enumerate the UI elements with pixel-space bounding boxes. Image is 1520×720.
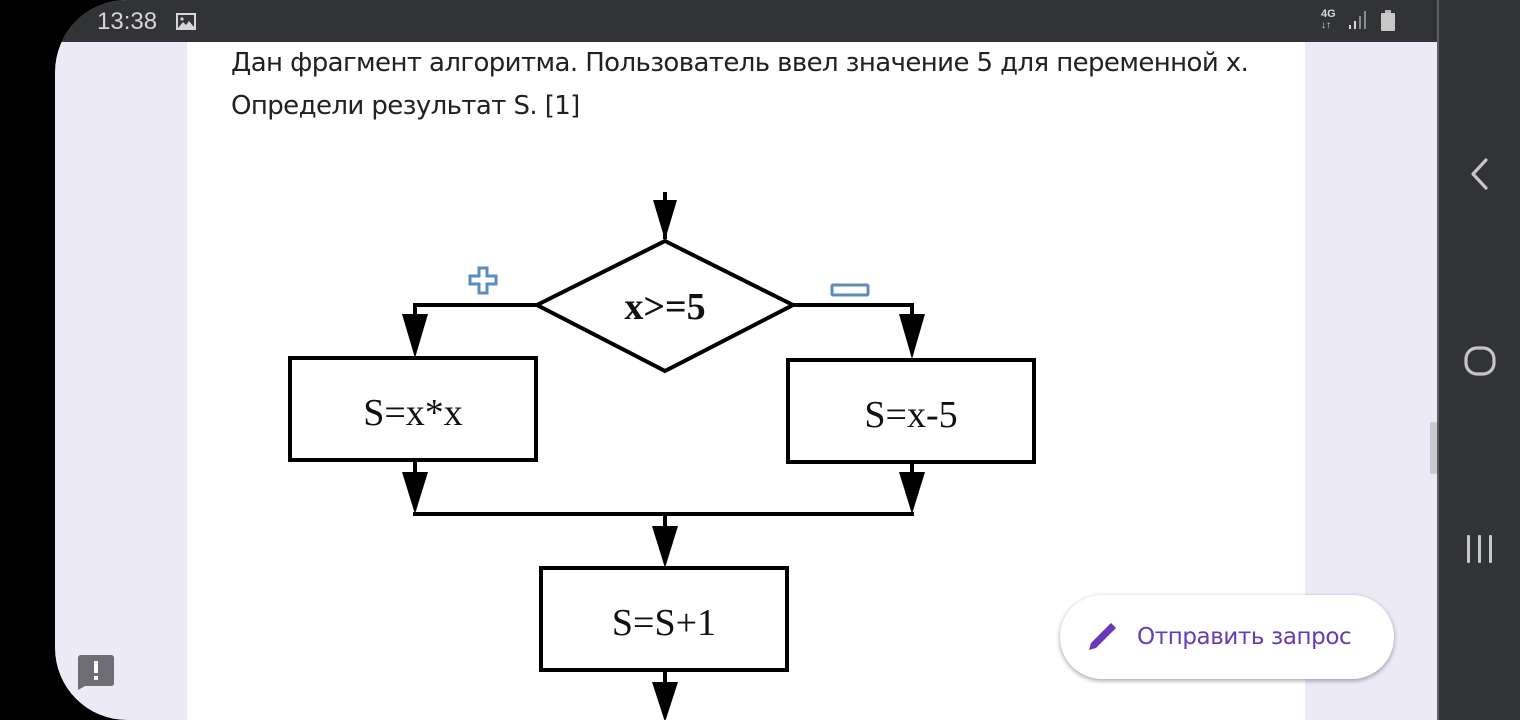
gallery-icon [176,13,196,30]
final-action-label: S=S+1 [612,602,716,644]
decision-diamond [532,238,798,374]
navigation-bar [1437,0,1520,720]
question-text: Дан фрагмент алгоритма. Пользователь вве… [231,42,1291,128]
exit-arrowhead [652,682,678,720]
network-label: 4G [1321,8,1336,20]
no-branch-arrowhead [899,314,925,359]
no-branch-line [793,303,914,318]
question-line-2: Определи результат S. [1] [231,91,580,121]
data-arrows-icon: ↓↑ [1321,20,1331,31]
minus-mark-icon [830,283,870,297]
yes-branch-line [413,303,537,318]
signal-icon [1349,11,1366,29]
condition-label: x>=5 [624,286,705,328]
status-bar: 13:38 4G ↓↑ [55,0,1437,42]
send-request-label: Отправить запрос [1137,624,1352,650]
send-request-button[interactable]: Отправить запрос [1060,595,1394,679]
back-icon [1471,158,1488,190]
no-action-label: S=x-5 [864,394,957,436]
yes-exit-arrowhead [402,472,428,514]
clock: 13:38 [97,8,158,35]
app-viewport: 13:38 4G ↓↑ [55,0,1437,720]
screen: 13:38 4G ↓↑ [55,0,1520,720]
home-button[interactable] [1457,338,1503,384]
report-icon[interactable] [78,655,114,690]
merge-arrowhead [652,526,678,568]
yes-branch-arrowhead [402,314,428,358]
question-line-1: Дан фрагмент алгоритма. Пользователь вве… [231,48,1249,78]
pencil-icon [1089,622,1117,650]
recents-icon [1467,535,1492,563]
final-action-box [539,566,789,672]
flowchart-diagram: x>=5 S=x*x S=x-5 S=S+1 [288,192,1036,720]
network-indicator: 4G ↓↑ [1321,8,1336,32]
battery-icon [1381,10,1395,31]
plus-mark-icon [468,266,498,295]
recents-button[interactable] [1457,526,1503,572]
yes-action-label: S=x*x [363,392,463,434]
entry-arrowhead [653,200,677,240]
no-exit-arrowhead [899,472,925,514]
scrollbar-thumb[interactable] [1430,422,1437,474]
back-button[interactable] [1457,151,1503,197]
home-icon [1464,346,1496,376]
